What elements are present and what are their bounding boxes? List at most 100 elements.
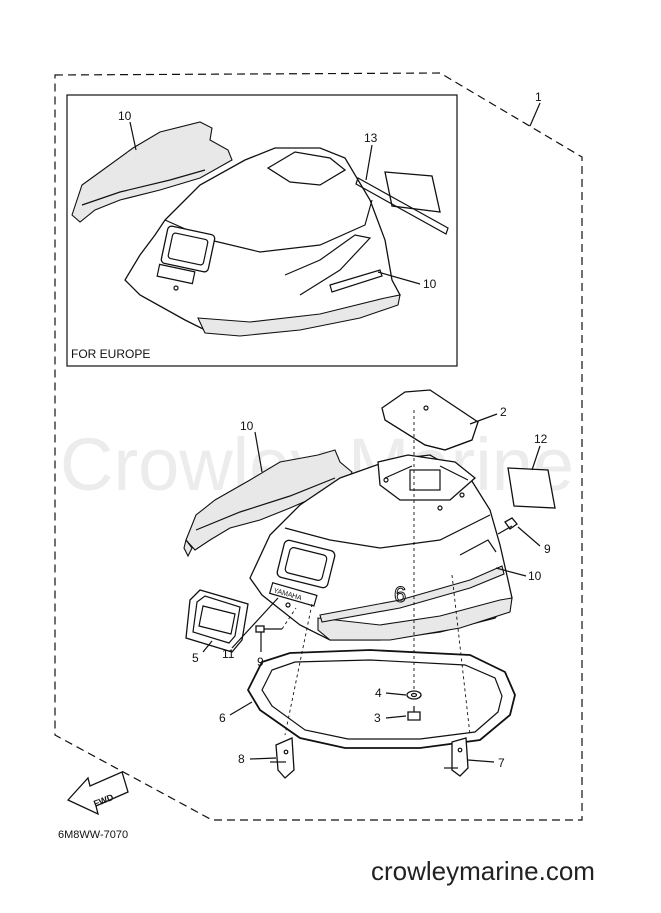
fwd-arrow: FWD xyxy=(66,771,129,816)
callout-6: 6 xyxy=(219,711,226,725)
bracket-7-body xyxy=(451,737,469,777)
main-screw-hole xyxy=(285,602,291,608)
leader-3 xyxy=(385,715,407,719)
callout-main-10-side: 10 xyxy=(528,569,542,583)
leader-11 xyxy=(231,597,279,649)
main-side-window xyxy=(276,539,336,589)
callout-9-right: 9 xyxy=(544,542,551,556)
callout-1: 1 xyxy=(535,90,542,104)
grommet-opening xyxy=(198,605,236,635)
callout-11: 11 xyxy=(222,647,235,661)
callout-inset-10-side: 10 xyxy=(423,277,437,291)
bracket-8-body xyxy=(275,737,295,779)
inset-side-window xyxy=(160,225,216,273)
main-assembly: 6 YAMAHA xyxy=(183,389,556,779)
callout-8: 8 xyxy=(238,752,245,766)
inset-rim-band xyxy=(197,294,401,337)
leader-main-10-top xyxy=(254,431,263,473)
inset-side-stripe xyxy=(329,269,383,293)
seal-ring-inner xyxy=(261,659,503,740)
leader-inset-10b xyxy=(377,271,421,285)
leader-4 xyxy=(385,692,407,696)
window-grommet xyxy=(185,589,249,653)
bolt-3-head xyxy=(407,711,421,721)
inset-side-window-inner xyxy=(167,232,209,266)
seal-ring-outer xyxy=(246,649,516,749)
top-cap-hole xyxy=(423,405,429,411)
fwd-arrow-shape xyxy=(66,771,129,816)
assembly-line-screw xyxy=(281,607,297,630)
screw-9-right xyxy=(497,517,518,535)
bracket-8-hole xyxy=(283,749,289,755)
assembly-line-left xyxy=(284,603,313,736)
screw-9-left xyxy=(255,625,282,633)
bracket-7-hole xyxy=(457,747,463,753)
main-top-opening xyxy=(377,454,477,501)
inset-caption: FOR EUROPE xyxy=(71,347,150,361)
callout-3: 3 xyxy=(374,711,381,725)
assembly-boundary xyxy=(54,72,583,821)
main-top-hole-a xyxy=(383,477,389,483)
callout-9-left: 9 xyxy=(257,655,264,669)
inset-side-graphic xyxy=(284,234,372,296)
main-top-hole-b xyxy=(437,505,443,511)
inset-europe: 10 13 10 FOR EUROPE xyxy=(66,94,458,367)
leader-13 xyxy=(365,144,373,181)
leader-main-10-side xyxy=(495,567,527,577)
callout-2: 2 xyxy=(500,405,507,419)
inset-pad-edge xyxy=(81,169,206,206)
bolt-3 xyxy=(407,706,421,721)
main-pad-edge xyxy=(195,477,336,531)
inset-screw xyxy=(173,285,179,291)
leader-1 xyxy=(529,102,541,127)
bracket-7 xyxy=(444,737,469,777)
leader-5 xyxy=(202,640,213,653)
callout-main-10-top: 10 xyxy=(240,419,254,433)
main-top-recess xyxy=(409,469,441,491)
inset-label-strip xyxy=(355,177,449,235)
leader-8 xyxy=(249,757,277,760)
main-model-decal: 6 xyxy=(394,582,406,607)
website-text: crowleymarine.com xyxy=(371,856,595,886)
callout-7: 7 xyxy=(498,756,505,770)
grommet-4-hole xyxy=(410,692,418,698)
callout-12: 12 xyxy=(534,432,548,446)
callout-inset-10-top: 10 xyxy=(118,109,132,123)
screw-9-right-head xyxy=(504,517,518,530)
main-rim-band xyxy=(317,597,513,641)
main-side-notch xyxy=(459,539,497,556)
inset-label-plate xyxy=(156,263,196,285)
callout-5: 5 xyxy=(192,651,199,665)
grommet-outer xyxy=(185,589,249,653)
screw-9-right-shank xyxy=(497,525,513,535)
callout-13: 13 xyxy=(364,131,378,145)
leader-12 xyxy=(531,445,541,471)
main-pad-tip xyxy=(183,538,193,558)
main-side-stripe xyxy=(319,565,505,623)
leader-7 xyxy=(467,759,495,763)
grommet-4 xyxy=(406,690,422,700)
drawing-code: 6M8WW-7070 xyxy=(58,829,128,841)
leader-6 xyxy=(229,701,253,716)
leader-2 xyxy=(469,413,498,425)
callout-4: 4 xyxy=(375,686,382,700)
main-side-window-inner xyxy=(284,547,328,581)
inset-warning-label xyxy=(384,171,441,213)
main-brand-decal xyxy=(268,582,318,607)
leader-inset-10a xyxy=(129,121,137,151)
top-cap-edge xyxy=(384,419,473,451)
main-absorber-pad xyxy=(185,449,353,551)
bracket-8 xyxy=(270,737,295,779)
screw-9-left-head xyxy=(255,625,265,633)
inset-top-vent xyxy=(266,151,347,186)
main-cowling-crease xyxy=(284,514,491,549)
leader-9-right xyxy=(517,526,541,547)
inset-absorber-pad xyxy=(71,121,233,223)
grommet-inner xyxy=(192,595,241,644)
id-label-12 xyxy=(507,467,556,509)
assembly-line-right xyxy=(451,574,471,736)
main-top-opening-edges xyxy=(384,465,469,481)
main-top-hole-c xyxy=(459,492,465,498)
inset-frame xyxy=(66,94,458,367)
